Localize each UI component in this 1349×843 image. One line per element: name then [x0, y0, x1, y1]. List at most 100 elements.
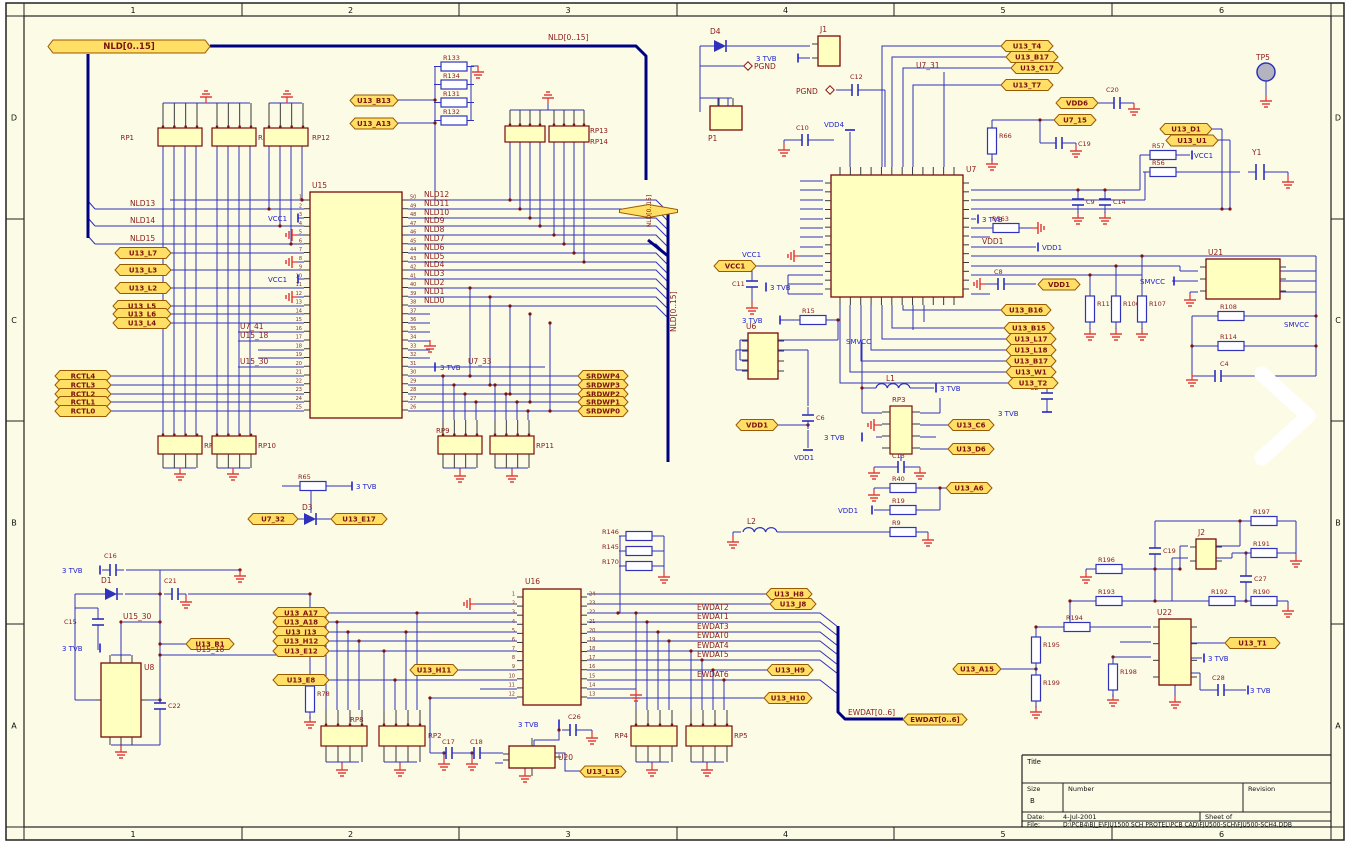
svg-text:VDD1: VDD1	[1042, 244, 1062, 252]
svg-text:U13_A17: U13_A17	[284, 610, 318, 618]
ground-icon	[727, 536, 739, 549]
svg-text:50: 50	[410, 195, 416, 201]
resistor-R56: R56	[1143, 159, 1183, 178]
port-U7_32: U7_32	[247, 513, 299, 525]
capacitor-C18: C18	[466, 738, 488, 759]
rpack-RP2: RP2	[378, 710, 442, 762]
rpack-RP5: RP5	[685, 710, 748, 762]
svg-text:3 TVB: 3 TVB	[756, 55, 777, 63]
svg-text:U13_A6: U13_A6	[954, 485, 983, 493]
ground-icon	[914, 467, 926, 480]
svg-text:R117: R117	[1097, 300, 1114, 308]
svg-text:C: C	[1335, 316, 1341, 325]
ground-icon	[1169, 696, 1181, 709]
resistor-R195: R195	[1030, 630, 1060, 670]
svg-text:NLD6: NLD6	[424, 243, 445, 252]
svg-text:RP4: RP4	[614, 732, 628, 740]
ground-icon	[542, 91, 554, 104]
svg-text:NLD[0..15]: NLD[0..15]	[646, 195, 653, 227]
svg-text:27: 27	[410, 396, 416, 402]
svg-text:U13_D6: U13_D6	[956, 446, 986, 454]
ground-icon	[1084, 328, 1096, 341]
svg-text:RP10: RP10	[258, 442, 276, 450]
inductor-L1	[875, 383, 911, 389]
ground-icon	[868, 467, 880, 480]
svg-text:C8: C8	[994, 268, 1003, 276]
port-U13_A15: U13_A15	[952, 663, 1002, 675]
svg-text:12: 12	[509, 692, 515, 698]
next-page-arrow[interactable]	[1254, 366, 1316, 466]
capacitor-C28: C28	[1210, 674, 1232, 696]
svg-text:NLD15: NLD15	[130, 234, 155, 243]
port-U13_L17: U13_L17	[1005, 333, 1057, 345]
ic-U15: U151234567891011121314151617181920212223…	[296, 181, 416, 419]
svg-text:5: 5	[1000, 6, 1005, 15]
svg-text:C10: C10	[796, 124, 809, 132]
svg-text:Size: Size	[1027, 785, 1040, 793]
svg-text:U13_R1: U13_R1	[195, 641, 224, 649]
svg-text:6: 6	[1219, 830, 1224, 839]
svg-text:B: B	[1335, 519, 1341, 528]
svg-text:R170: R170	[602, 558, 619, 566]
port-VDD1: VDD1	[1037, 278, 1081, 291]
svg-text:6: 6	[512, 637, 515, 643]
svg-text:C4: C4	[1220, 360, 1229, 368]
svg-text:48: 48	[410, 212, 416, 218]
diode-D3	[298, 513, 322, 525]
svg-text:C15: C15	[64, 618, 77, 626]
ground-icon	[658, 571, 670, 584]
ground-icon	[285, 229, 298, 241]
svg-text:U13_T2: U13_T2	[1019, 380, 1048, 388]
svg-text:2: 2	[348, 6, 353, 15]
svg-text:C6: C6	[816, 414, 825, 422]
svg-text:24: 24	[589, 592, 595, 598]
resistor-R194: R194	[1057, 614, 1097, 633]
svg-text:U13_L17: U13_L17	[1014, 336, 1047, 344]
capacitor-C11: C11	[732, 273, 758, 295]
port-U7_15: U7_15	[1053, 114, 1097, 126]
svg-text:EWDAT5: EWDAT5	[697, 650, 729, 659]
port-U13_E8: U13_E8	[272, 674, 330, 686]
svg-text:25: 25	[296, 405, 302, 411]
resistor-R146: R146	[602, 528, 659, 542]
ground-icon	[281, 90, 293, 103]
rpack-RP4: RP4	[614, 710, 678, 762]
capacitor-C22: C22	[154, 695, 181, 717]
svg-text:8: 8	[512, 655, 515, 661]
svg-text:Sheet of: Sheet of	[1205, 813, 1233, 821]
svg-text:C12: C12	[850, 73, 863, 81]
svg-text:SRDWP0: SRDWP0	[586, 408, 620, 416]
svg-text:35: 35	[410, 326, 416, 332]
ground-icon	[1260, 95, 1272, 108]
capacitor-C19: C19	[1048, 137, 1091, 149]
svg-text:U13_J13: U13_J13	[285, 629, 316, 637]
svg-text:NLD5: NLD5	[424, 252, 445, 261]
svg-text:49: 49	[410, 203, 416, 209]
svg-text:U13_T4: U13_T4	[1013, 43, 1042, 51]
svg-text:C22: C22	[168, 702, 181, 710]
svg-text:U13_U1: U13_U1	[1177, 137, 1207, 145]
ground-icon	[922, 534, 934, 547]
svg-text:D: D	[11, 114, 17, 123]
ic-U22: U22	[1153, 608, 1197, 686]
svg-text:R114: R114	[1220, 333, 1237, 341]
svg-text:EWDAT0: EWDAT0	[697, 631, 729, 640]
port-U13_U1: U13_U1	[1165, 134, 1219, 147]
svg-text:NLD2: NLD2	[424, 278, 445, 287]
svg-text:2: 2	[348, 830, 353, 839]
svg-text:23: 23	[296, 387, 302, 393]
svg-text:U13_L2: U13_L2	[129, 285, 157, 293]
svg-text:R133: R133	[443, 54, 460, 62]
svg-text:19: 19	[296, 352, 302, 358]
svg-text:U13_E12: U13_E12	[284, 648, 318, 656]
svg-text:22: 22	[296, 378, 302, 384]
port-U13_L18: U13_L18	[1005, 344, 1057, 356]
svg-text:EWDAT1: EWDAT1	[697, 612, 729, 621]
port-U13_H9: U13_H9	[766, 664, 814, 676]
svg-text:NLD11: NLD11	[424, 199, 449, 208]
svg-text:B: B	[1030, 797, 1035, 805]
svg-text:3: 3	[512, 610, 515, 616]
svg-text:28: 28	[410, 387, 416, 393]
port-U13_B17: U13_B17	[1005, 51, 1059, 63]
port-U13_L2: U13_L2	[114, 282, 172, 294]
